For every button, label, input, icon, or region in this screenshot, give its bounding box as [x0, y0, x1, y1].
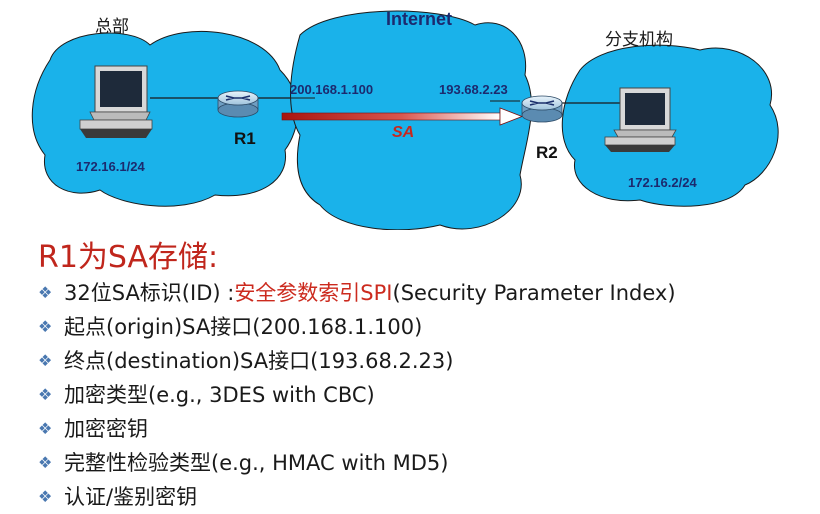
list-item: ❖ 完整性检验类型(e.g., HMAC with MD5) — [38, 446, 676, 480]
hq-cloud — [31, 30, 298, 207]
diamond-bullet-icon: ❖ — [38, 283, 53, 302]
item-text: 完整性检验类型(e.g., HMAC with MD5) — [64, 451, 449, 475]
diamond-bullet-icon: ❖ — [38, 419, 53, 438]
hq-subnet-label: 172.16.1/24 — [76, 159, 145, 174]
r2-label: R2 — [536, 143, 558, 162]
branch-subnet-label: 172.16.2/24 — [628, 175, 697, 190]
sa-field-list: ❖ 32位SA标识(ID) : 安全参数索引SPI (Security Para… — [38, 276, 676, 514]
r1-label: R1 — [234, 129, 256, 148]
router-r1-icon — [217, 90, 259, 118]
sa-label: SA — [392, 124, 415, 141]
item-text: 起点(origin)SA接口(200.168.1.100) — [64, 315, 423, 339]
item-text: 认证/鉴别密钥 — [64, 485, 198, 509]
hq-computer-icon — [79, 65, 153, 138]
network-diagram-graphic — [31, 10, 779, 231]
hq-label: 总部 — [95, 17, 129, 37]
item-text: 终点(destination)SA接口(193.68.2.23) — [64, 349, 454, 373]
diamond-bullet-icon: ❖ — [38, 453, 53, 472]
item-highlight: 安全参数索引SPI — [234, 281, 393, 305]
list-item: ❖ 加密类型(e.g., 3DES with CBC) — [38, 378, 676, 412]
internet-cloud — [290, 10, 532, 231]
list-item: ❖ 认证/鉴别密钥 — [38, 480, 676, 514]
diamond-bullet-icon: ❖ — [38, 317, 53, 336]
router-r2-icon — [521, 95, 563, 123]
branch-computer-icon — [604, 87, 677, 152]
item-text-tail: (Security Parameter Index) — [392, 281, 676, 305]
network-diagram: 总部 Internet 分支机构 200.168.1.100 193.68.2.… — [0, 0, 820, 231]
list-item: ❖ 加密密钥 — [38, 412, 676, 446]
diamond-bullet-icon: ❖ — [38, 351, 53, 370]
internet-label: Internet — [386, 9, 453, 29]
sa-arrow — [281, 107, 524, 126]
branch-label: 分支机构 — [605, 30, 673, 50]
item-text: 32位SA标识(ID) : — [64, 281, 235, 305]
diamond-bullet-icon: ❖ — [38, 385, 53, 404]
sa-storage-heading: R1为SA存储: — [38, 240, 219, 275]
list-item: ❖ 32位SA标识(ID) : 安全参数索引SPI (Security Para… — [38, 276, 676, 310]
list-item: ❖ 起点(origin)SA接口(200.168.1.100) — [38, 310, 676, 344]
r2-ip-label: 193.68.2.23 — [439, 82, 508, 97]
item-text: 加密密钥 — [64, 417, 148, 441]
diamond-bullet-icon: ❖ — [38, 487, 53, 506]
item-text: 加密类型(e.g., 3DES with CBC) — [64, 383, 375, 407]
list-item: ❖ 终点(destination)SA接口(193.68.2.23) — [38, 344, 676, 378]
r1-ip-label: 200.168.1.100 — [290, 82, 374, 97]
